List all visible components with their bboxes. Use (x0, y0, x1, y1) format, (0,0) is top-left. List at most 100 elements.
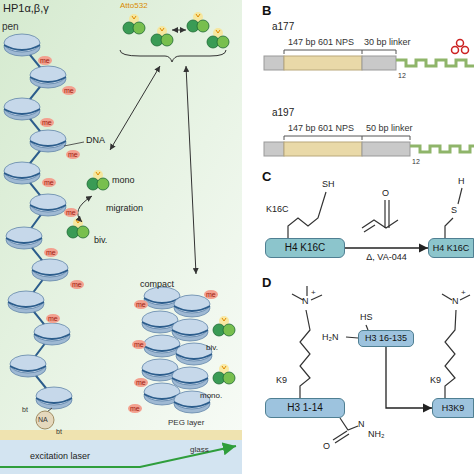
methyl-mark: me (128, 404, 142, 413)
anchor-label: bt (56, 428, 62, 435)
panel-a-background (0, 440, 242, 474)
methyl-mark: me (46, 314, 60, 323)
anchor-label: NA (38, 416, 48, 423)
open-fiber (64, 142, 84, 146)
reaction-arrow (386, 347, 432, 408)
hp1-dimers (151, 26, 173, 46)
layer-label: PEG layer (168, 419, 204, 427)
chemistry-bonds-d (292, 294, 303, 300)
equilibrium-arrows (110, 66, 160, 150)
repeat-count: 12 (398, 72, 406, 79)
peptide-box: H3 1-14 (265, 398, 345, 418)
construct-a177 (457, 40, 464, 47)
panel-a-background (0, 0, 242, 474)
atom-label: H (458, 177, 465, 186)
peptide-box: H3 16-135 (358, 330, 414, 347)
figure-label: HP1α,β,γ (3, 3, 49, 14)
chemistry-bonds-d (335, 434, 349, 443)
construct-a197 (264, 142, 284, 156)
open-fiber (8, 291, 44, 313)
construct-a197 (284, 142, 362, 156)
construct-name: a177 (272, 22, 294, 32)
part-label: DNA (86, 136, 105, 145)
atom-label: N (302, 297, 309, 306)
equilibrium-arrows (78, 30, 226, 274)
chemistry-bonds-d (445, 310, 456, 398)
panel-letter: D (262, 276, 271, 289)
hp1-dimers (67, 12, 235, 384)
hp1-dimers (213, 316, 235, 336)
dye-label: Atto532 (120, 2, 148, 10)
methyl-mark: me (38, 56, 52, 65)
open-fiber (30, 194, 66, 216)
layer-label: glass (190, 446, 209, 454)
construct-a177 (462, 47, 469, 54)
hp1-dimers (67, 218, 89, 238)
construct-a197 (362, 142, 410, 156)
node-text: H4 K16C (433, 244, 470, 253)
compact-fiber (172, 367, 208, 389)
peptide-box: H4 K16C (265, 238, 345, 258)
compact-fiber (172, 319, 208, 341)
compact-fiber (144, 335, 180, 357)
segment-label: 147 bp 601 NPS (288, 38, 354, 47)
equilibrium-arrows (186, 66, 196, 274)
atom-label: NH₂ (368, 430, 385, 439)
segment-label: 50 bp linker (366, 124, 413, 133)
open-fiber (32, 259, 68, 281)
equilibrium-arrows (172, 30, 186, 31)
hp1-dimers (123, 14, 145, 34)
open-fiber (30, 130, 66, 152)
methyl-mark: me (42, 178, 56, 187)
methyl-mark: me (204, 290, 218, 299)
atom-label: N (358, 420, 365, 429)
atom-label: O (382, 189, 389, 198)
methyl-mark: me (66, 150, 80, 159)
node-text: H4 K16C (285, 243, 326, 253)
methyl-mark: me (62, 86, 76, 95)
atom-label: S (451, 206, 457, 215)
hp1-dimers (213, 364, 235, 384)
excitation-beam (0, 446, 236, 467)
chemistry-bonds-d (333, 431, 347, 440)
repeat-count: 12 (412, 158, 420, 165)
construct-a177 (264, 56, 284, 70)
construct-a177 (284, 50, 396, 54)
atom-label: SH (322, 180, 335, 189)
segment-label: 30 bp linker (364, 38, 411, 47)
chemistry-bonds-d (300, 310, 310, 398)
surface-anchor (36, 411, 54, 429)
atom-label: N (452, 297, 459, 306)
panel-letter: B (262, 4, 271, 17)
open-fiber (34, 323, 70, 345)
panel-a-background (0, 430, 242, 440)
beam-label: excitation laser (30, 452, 90, 461)
hp1-dimers (207, 28, 229, 48)
open-fiber (4, 34, 40, 56)
equilibrium-arrows (120, 50, 226, 62)
construct-a177 (362, 56, 396, 70)
segment-label: 147 bp 601 NPS (288, 124, 354, 133)
compact-fiber (174, 295, 210, 317)
chemistry-bonds-c (364, 225, 375, 232)
state-label: pen (2, 22, 19, 32)
atom-label: HS (360, 313, 373, 322)
open-fiber (10, 355, 46, 377)
open-fiber (36, 387, 72, 409)
residue-label: K9 (276, 376, 287, 385)
open-fiber (6, 227, 42, 249)
excitation-beam (0, 446, 236, 467)
equilibrium-arrows (78, 196, 92, 222)
surface-anchor (36, 408, 54, 429)
atom-label: O (323, 442, 330, 451)
chemistry-bonds-c (388, 200, 389, 228)
construct-a177 (284, 56, 362, 70)
residue-label: K9 (430, 376, 441, 385)
chemistry-bonds-d (306, 286, 307, 296)
atom-label: H₂N (322, 333, 339, 342)
methyl-mark: me (134, 378, 148, 387)
